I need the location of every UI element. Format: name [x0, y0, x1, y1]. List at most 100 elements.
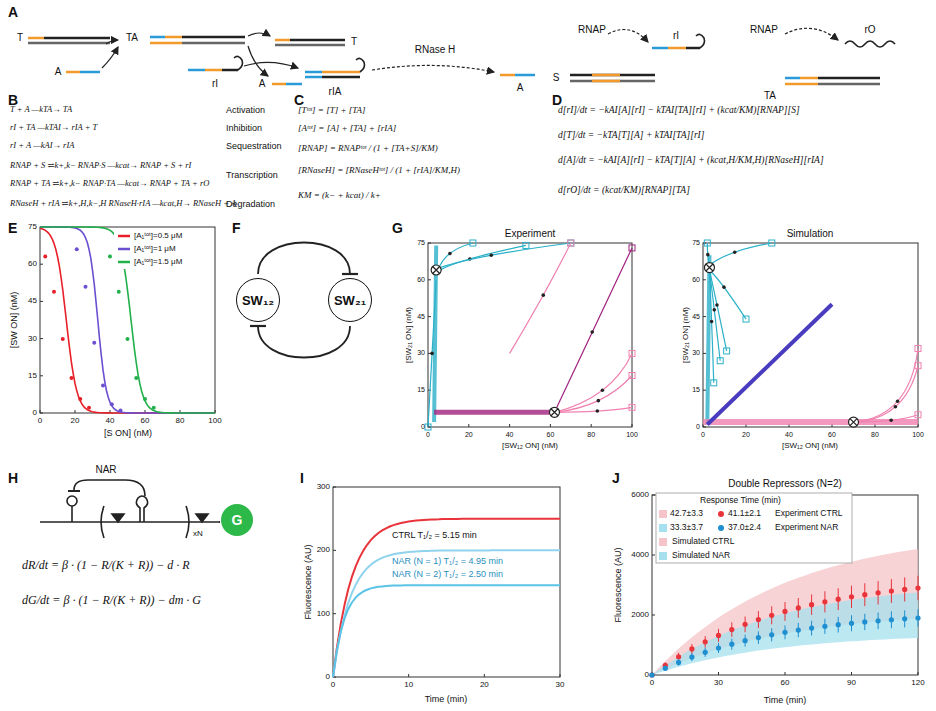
curve-label: NAR (N = 2) T₁/₂ = 2.50 min: [392, 569, 503, 579]
axis-title: [SW₂₁ ON] (nM): [404, 307, 413, 363]
trajectory: [554, 407, 632, 412]
tick-label: 75: [28, 222, 37, 231]
path-mark: [101, 506, 104, 538]
line-mark: [818, 83, 880, 86]
line-mark: [165, 36, 182, 39]
tick-label: 0: [331, 680, 335, 689]
curve-label: CTRL T₁/₂ = 5.15 min: [392, 530, 477, 540]
data-point: [915, 615, 920, 620]
legend-box: [656, 493, 852, 563]
tick-mark: [652, 615, 655, 616]
steady-state-marker: [706, 264, 713, 271]
tick-mark: [632, 424, 633, 427]
data-point: [110, 402, 114, 406]
reaction: rI + A —kAI→ rIA: [10, 141, 74, 151]
start-marker: [568, 240, 574, 246]
legend-label: Experiment CTRL: [775, 509, 843, 519]
species-name: A: [517, 82, 524, 94]
legend-swatch: [118, 235, 130, 238]
tick-mark: [718, 672, 719, 675]
panel-letter: F: [232, 220, 241, 236]
tick-mark: [428, 316, 431, 317]
trajectory: [554, 353, 632, 412]
steady-state-marker: [549, 407, 559, 417]
tick-label: 75: [417, 239, 425, 247]
axis-title: [SW ON] (nM): [9, 292, 19, 349]
tick-mark: [652, 495, 655, 496]
data-point: [689, 646, 694, 651]
tick-label: 60: [781, 678, 790, 687]
line-mark: [188, 69, 205, 72]
species-name: S: [553, 72, 560, 84]
equation: KM = (k− + kcat) / k+: [298, 190, 381, 200]
data-point: [52, 290, 56, 294]
time-dot: [448, 252, 452, 256]
reaction: rI + TA —kTAI→ rIA + T: [10, 123, 97, 133]
start-marker: [629, 245, 635, 251]
tick-label: 90: [847, 678, 856, 687]
tick-mark: [851, 672, 852, 675]
wire: [219, 521, 220, 523]
callout-label: NAR: [95, 464, 116, 476]
plot-title: Double Repressors (N=2): [728, 478, 842, 490]
legend-swatch: [659, 538, 667, 546]
data-point: [822, 624, 827, 629]
tick-label: 200: [317, 546, 330, 555]
data-point: [822, 599, 827, 604]
legend-swatch: [118, 248, 130, 251]
line-mark: [182, 42, 245, 45]
reaction: RNAP + S ⇌k+,k− RNAP·S —kcat→ RNAP + S +…: [10, 161, 191, 171]
steady-state-marker: [704, 263, 714, 273]
path-mark: [845, 41, 895, 47]
data-point: [876, 618, 881, 623]
time-dot: [596, 409, 600, 413]
data-point: [862, 619, 867, 624]
callout-label: xN: [193, 529, 203, 538]
tick-label: 300: [317, 482, 330, 491]
strand-diagram: [28, 28, 895, 84]
reaction-type: Inhibition: [226, 123, 262, 133]
time-dot: [706, 253, 710, 257]
data-point: [43, 255, 47, 259]
data-point: [836, 622, 841, 627]
data-point: [902, 587, 907, 592]
connector-line: [258, 243, 350, 275]
data-curve: [333, 585, 560, 677]
equation: dR/dt = β · (1 − R/(K + R)) − d · R: [22, 559, 190, 573]
switch-circle: SW₁₂: [236, 278, 280, 322]
tick-mark: [40, 301, 43, 302]
start-marker: [470, 240, 476, 246]
species-name: TA: [764, 90, 776, 102]
data-point: [649, 672, 654, 677]
data-curve: [707, 255, 709, 424]
data-point: [117, 290, 121, 294]
axis-title: Fluorescence (AU): [303, 544, 313, 619]
start-marker: [915, 363, 921, 369]
time-dot: [590, 330, 594, 334]
data-curve: [40, 227, 215, 413]
tick-mark: [333, 487, 336, 488]
steady-state-marker: [433, 266, 440, 273]
data-point: [126, 337, 130, 341]
tick-label: 0: [696, 423, 700, 431]
line-mark: [290, 39, 345, 42]
data-point: [769, 613, 774, 618]
trajectory: [709, 243, 771, 265]
tick-label: 30: [714, 678, 723, 687]
tick-label: 80: [871, 431, 879, 439]
curve-label: NAR (N = 1) T₁/₂ = 4.95 min: [392, 556, 503, 566]
time-dot: [430, 352, 434, 356]
line-mark: [668, 47, 686, 50]
species-name: rI: [212, 78, 218, 90]
legend-label: [A₁ᵗᵒᵗ]=1.5 μM: [133, 257, 183, 266]
line-mark: [150, 36, 165, 39]
line-mark: [785, 83, 818, 86]
start-marker: [769, 240, 775, 246]
line-mark: [686, 47, 700, 50]
tick-mark: [75, 410, 76, 413]
tick-label: 30: [692, 349, 700, 357]
line-mark: [275, 39, 290, 42]
tick-mark: [509, 424, 510, 427]
line-mark: [592, 74, 620, 77]
path-mark: [136, 496, 147, 522]
